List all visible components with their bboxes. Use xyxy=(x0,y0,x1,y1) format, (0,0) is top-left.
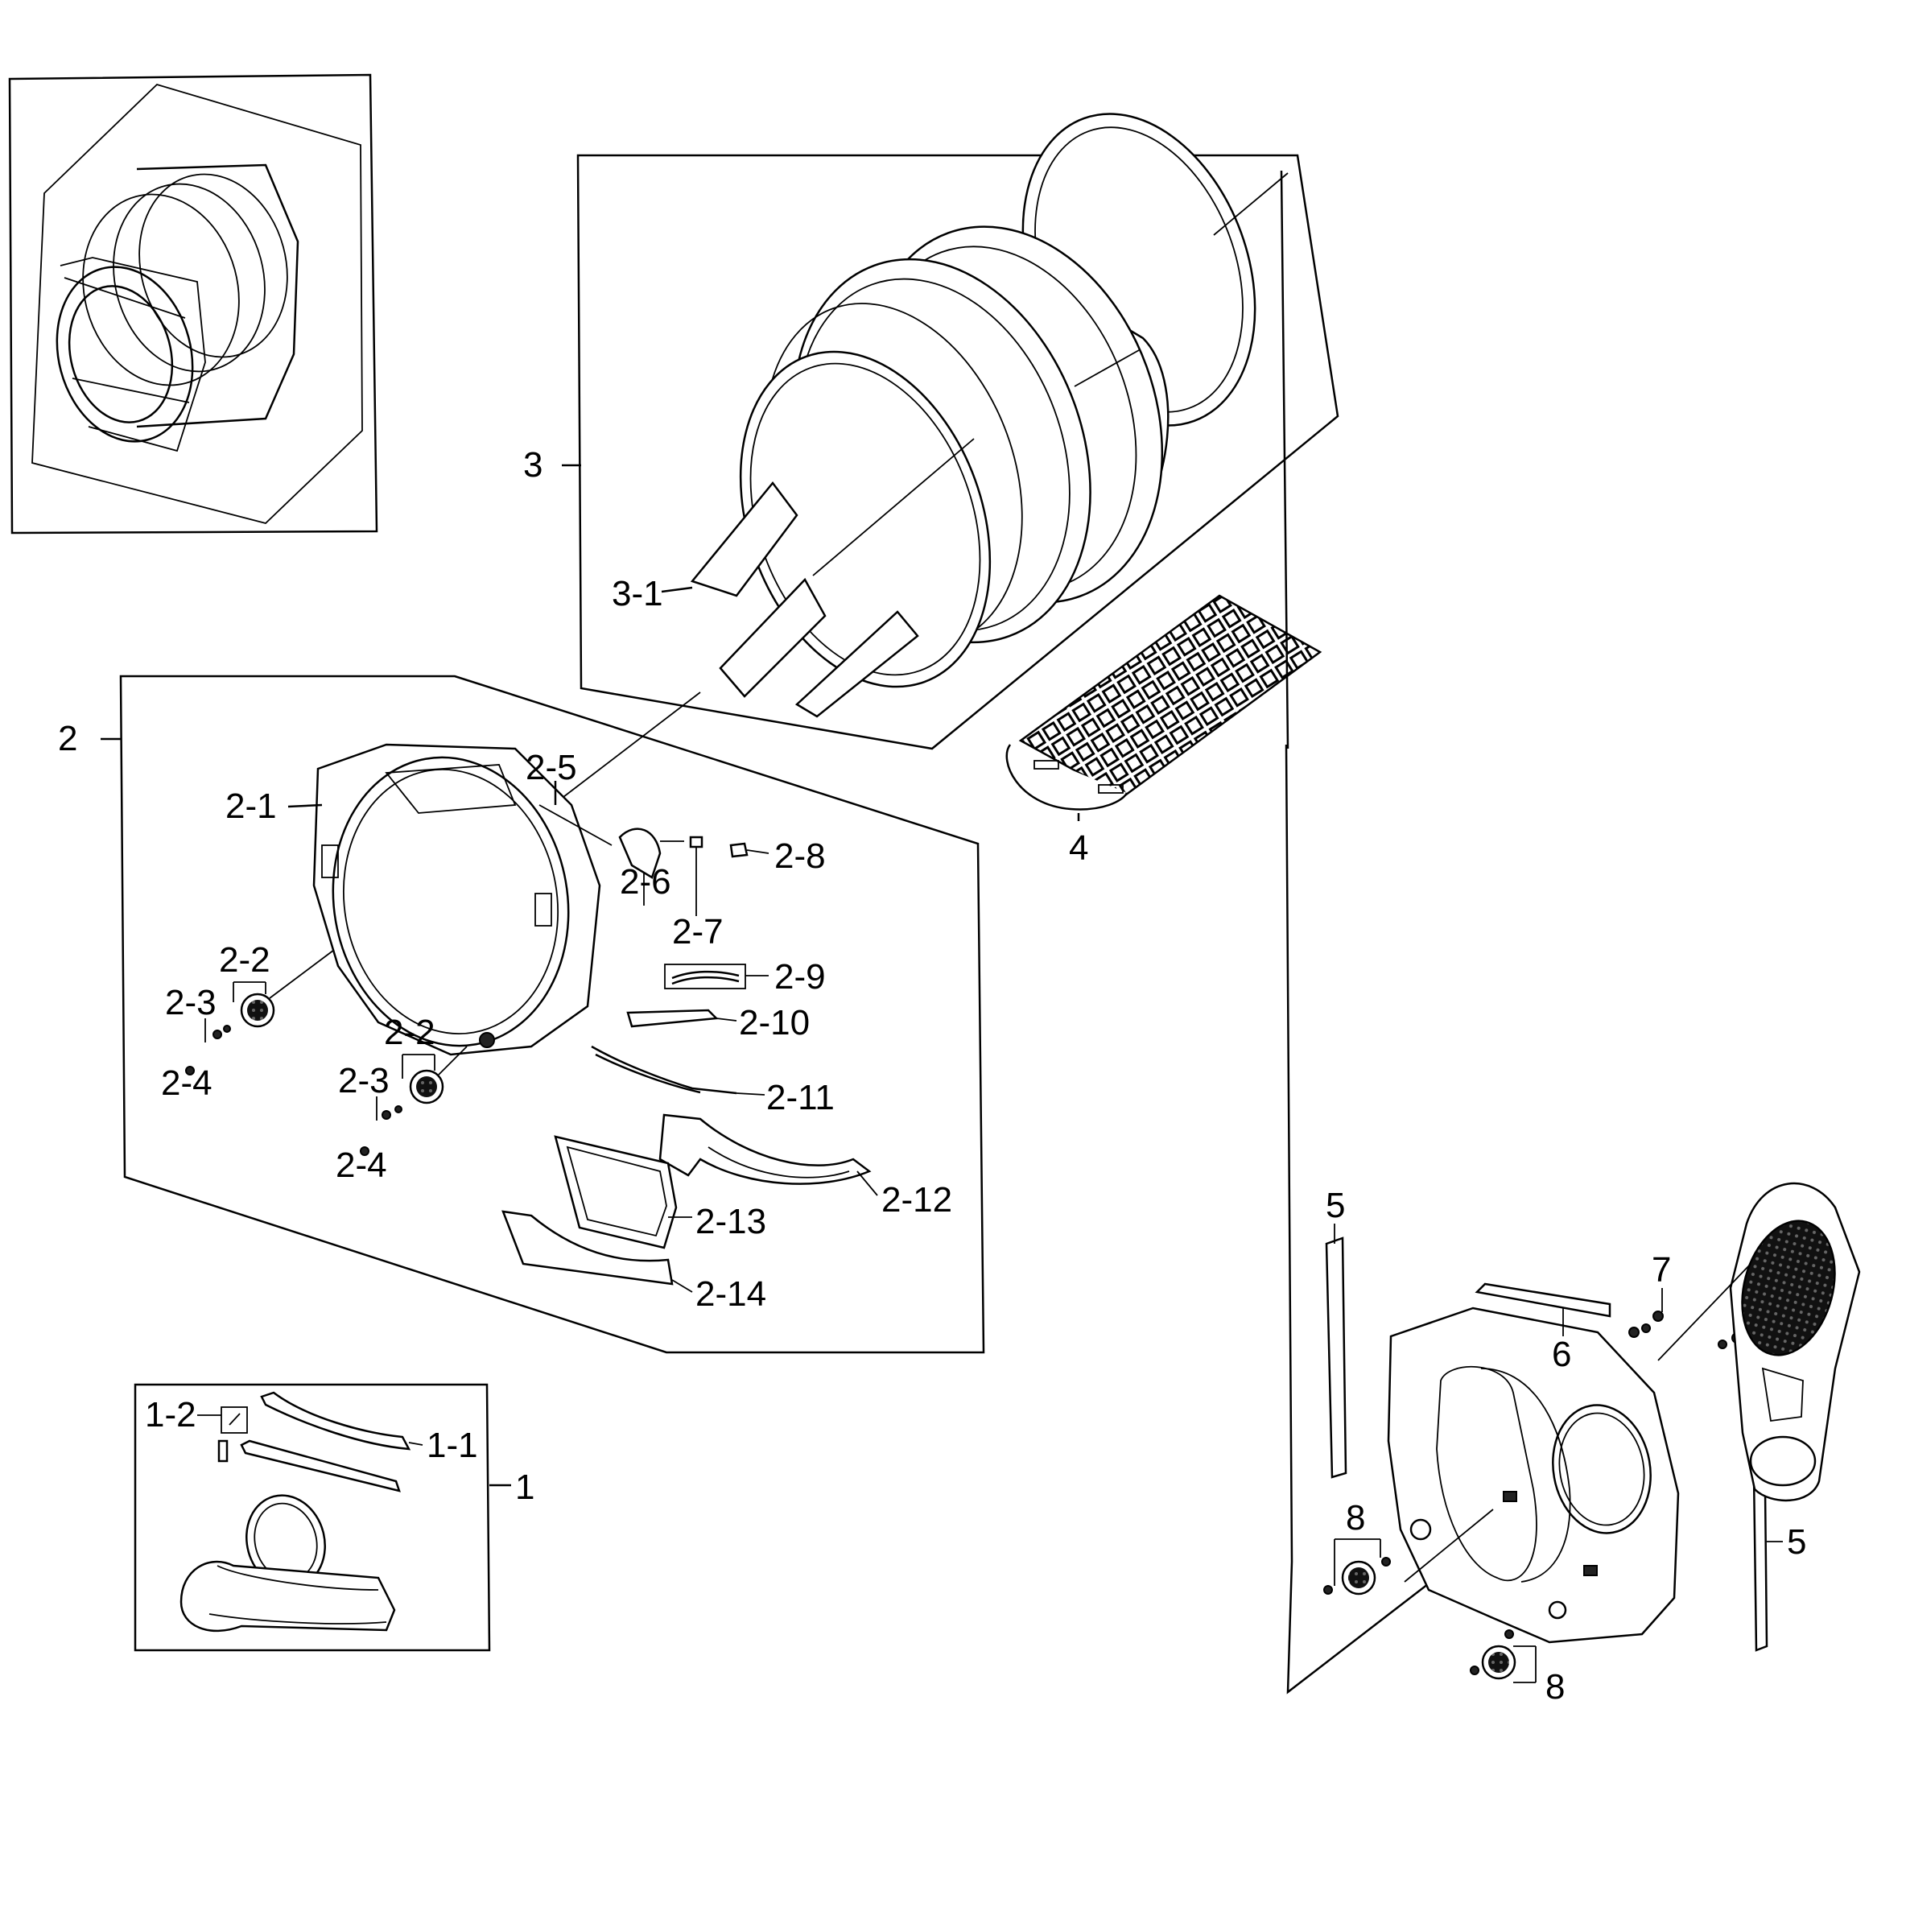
label-2-1: 2-1 xyxy=(225,786,277,826)
label-1-1: 1-1 xyxy=(427,1426,478,1465)
label-2-14: 2-14 xyxy=(695,1274,766,1314)
label-5-right: 5 xyxy=(1787,1522,1806,1562)
label-5-left: 5 xyxy=(1326,1186,1345,1225)
label-3: 3 xyxy=(523,445,543,485)
group-3-drum-assembly xyxy=(562,113,1339,750)
overview-thumbnail xyxy=(8,73,378,535)
group-2-front-assembly xyxy=(101,675,985,1354)
label-2-2-center: 2-2 xyxy=(384,1013,435,1052)
label-2-2-left: 2-2 xyxy=(219,940,270,980)
label-7: 7 xyxy=(1652,1250,1671,1290)
label-2-7: 2-7 xyxy=(672,912,724,952)
label-4: 4 xyxy=(1069,828,1088,868)
label-2-6: 2-6 xyxy=(620,862,671,902)
group-4-lint-filter xyxy=(1005,594,1322,821)
label-2-8: 2-8 xyxy=(774,836,826,876)
label-2-3-left: 2-3 xyxy=(165,983,217,1022)
callout-labels: 1 1-1 1-2 2 2-1 2-2 2-2 2-3 2-3 2-4 2-4 … xyxy=(58,445,1806,1707)
label-3-1: 3-1 xyxy=(612,574,663,613)
label-2-10: 2-10 xyxy=(739,1003,810,1042)
label-8-left: 8 xyxy=(1346,1498,1365,1538)
label-2-4-center: 2-4 xyxy=(336,1146,387,1185)
label-6: 6 xyxy=(1552,1335,1571,1374)
label-2-13: 2-13 xyxy=(695,1202,766,1241)
label-1: 1 xyxy=(515,1468,534,1507)
group-1-duct-assembly xyxy=(134,1383,511,1652)
label-2-11: 2-11 xyxy=(766,1078,835,1117)
label-2-3-center: 2-3 xyxy=(338,1061,390,1100)
label-2-12: 2-12 xyxy=(881,1180,952,1220)
rear-assembly xyxy=(1280,170,1861,1695)
label-2-4-left: 2-4 xyxy=(161,1063,212,1103)
label-2-5: 2-5 xyxy=(526,748,577,787)
label-2-9: 2-9 xyxy=(774,957,826,997)
label-1-2: 1-2 xyxy=(145,1395,196,1435)
label-8-bottom: 8 xyxy=(1545,1667,1565,1707)
label-2: 2 xyxy=(58,719,77,758)
